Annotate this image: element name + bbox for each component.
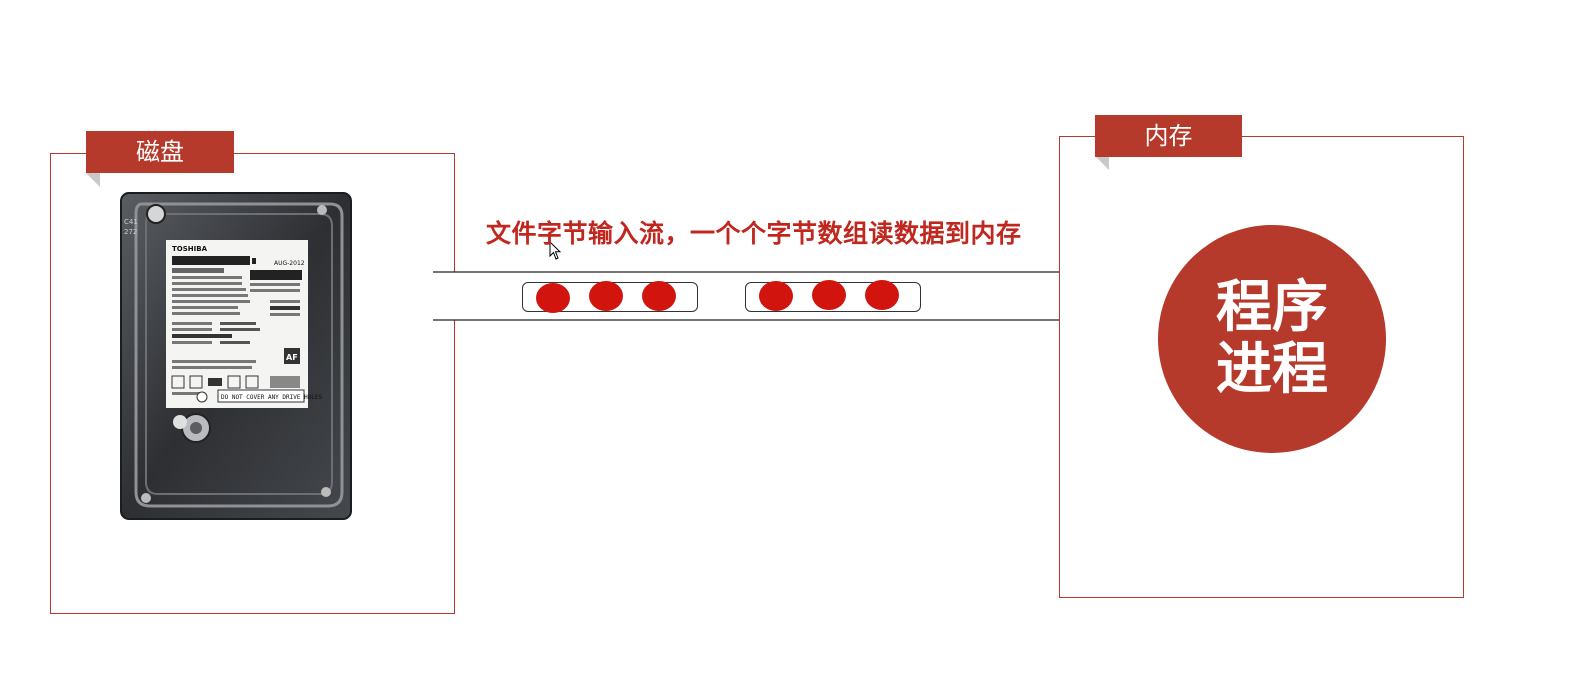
svg-text:AUG-2012: AUG-2012 [274, 260, 305, 267]
mouse-pointer-icon [549, 241, 562, 260]
svg-text:TOSHIBA: TOSHIBA [172, 245, 208, 253]
byte [589, 281, 623, 311]
memory-tag-fold [1095, 156, 1109, 170]
byte [865, 280, 899, 310]
stream-caption: 文件字节输入流，一个个字节数组读数据到内存 [486, 219, 1022, 248]
byte-array-buffer [745, 280, 921, 312]
svg-text:272: 272 [124, 228, 137, 236]
process-text-line1: 程序 [1216, 275, 1328, 340]
svg-text:DO NOT COVER ANY DRIVE HOLES: DO NOT COVER ANY DRIVE HOLES [221, 394, 323, 401]
svg-text:C41: C41 [124, 218, 138, 226]
byte [759, 281, 793, 311]
svg-text:AF: AF [286, 353, 298, 362]
program-process-circle: 程序 进程 [1158, 225, 1386, 453]
byte [812, 280, 846, 310]
byte [536, 283, 570, 313]
memory-label: 内存 [1095, 115, 1242, 157]
byte [642, 281, 676, 311]
disk-label: 磁盘 [86, 131, 234, 173]
hard-drive-image: C41 272 TOSHIBA AUG-2012 AF DO NOT COVER… [120, 192, 352, 520]
byte-array-buffer [522, 281, 698, 313]
process-text-line2: 进程 [1216, 337, 1328, 402]
disk-tag-fold [86, 173, 100, 187]
